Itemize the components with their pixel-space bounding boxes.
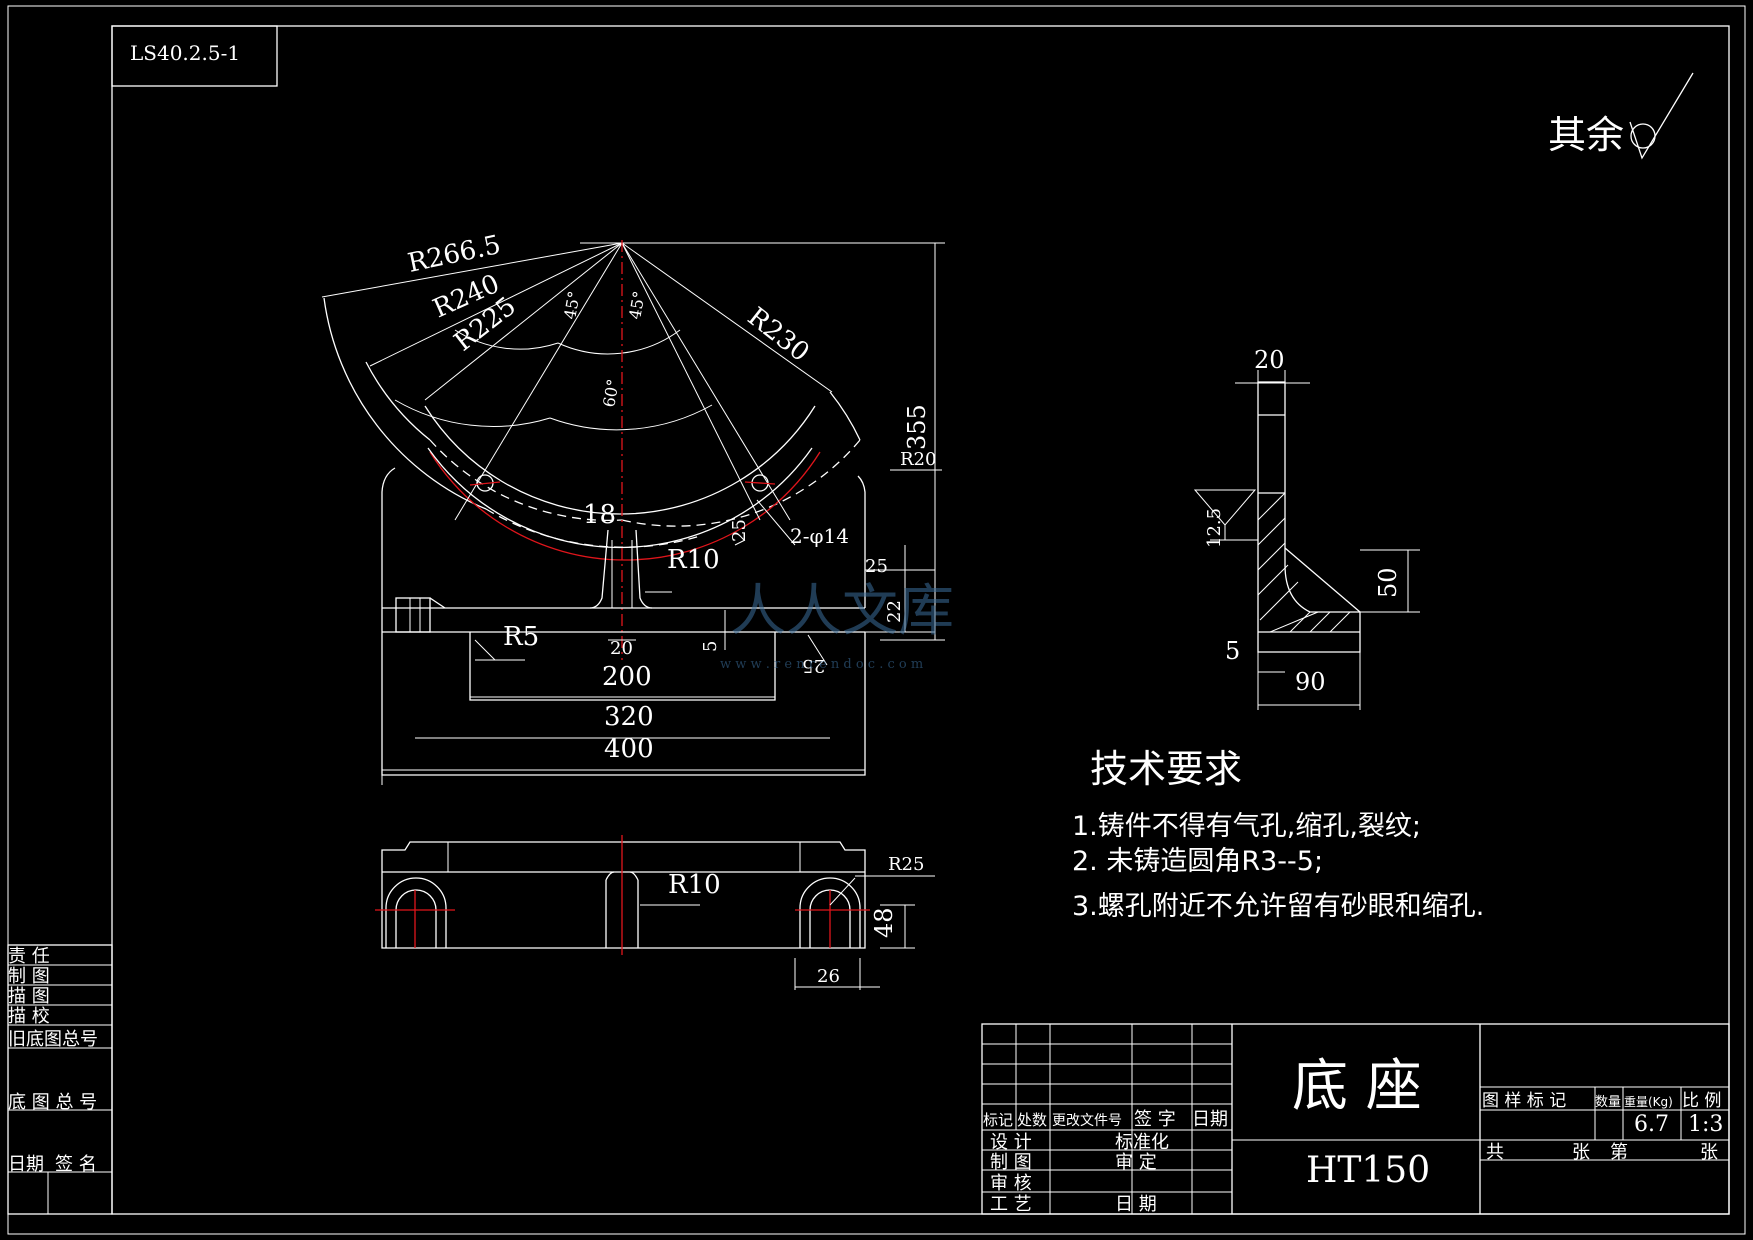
dim-a60: 60° — [599, 377, 623, 408]
role-drawn: 制 图 — [990, 1152, 1032, 1173]
roughness-note: 其余 — [1548, 113, 1624, 157]
top-view — [375, 835, 935, 990]
dim-r25: R25 — [888, 854, 924, 875]
dim-25a: 25 — [729, 519, 750, 542]
roughness-icon — [1629, 72, 1694, 160]
info-pattern-mark: 图 样 标 记 — [1482, 1091, 1566, 1111]
side-dimension-text: 20 12.5 50 5 90 — [1204, 346, 1402, 696]
dim-12-5: 12.5 — [1204, 508, 1225, 548]
dim-20-front: 20 — [610, 638, 633, 659]
sheet-unit-2: 张 — [1700, 1142, 1718, 1163]
strip-drawn: 制 图 — [8, 966, 50, 987]
dim-r20: R20 — [900, 449, 936, 470]
tech-item-2: 2. 未铸造圆角R3--5; — [1072, 846, 1323, 877]
dim-20-side: 20 — [1254, 346, 1285, 374]
inner-border — [111, 25, 1730, 1215]
strip-old-number: 旧底图总号 — [8, 1029, 98, 1050]
dim-26: 26 — [817, 966, 840, 987]
watermark-text: 人人文库 — [730, 579, 954, 644]
tech-requirements: 技术要求 1.铸件不得有气孔,缩孔,裂纹; 2. 未铸造圆角R3--5; 3.螺… — [1072, 747, 1484, 922]
info-quantity: 数量 — [1595, 1095, 1621, 1110]
role-process: 工 艺 — [990, 1194, 1032, 1215]
role-date: 日 期 — [1115, 1194, 1157, 1215]
tech-item-1: 1.铸件不得有气孔,缩孔,裂纹; — [1072, 811, 1421, 842]
material: HT150 — [1306, 1150, 1430, 1191]
strip-responsible: 责 任 — [8, 946, 50, 967]
drawing-code: LS40.2.5-1 — [130, 41, 240, 65]
dim-a45-right: 45° — [625, 289, 649, 320]
outer-border — [7, 5, 1746, 1235]
role-design: 设 计 — [990, 1132, 1032, 1153]
code-box — [111, 25, 278, 87]
dim-48: 48 — [870, 907, 898, 938]
info-scale: 比 例 — [1682, 1091, 1721, 1111]
dim-r10-front: R10 — [667, 545, 720, 575]
rev-col-count: 处数 — [1017, 1111, 1047, 1129]
dim-5-side: 5 — [1225, 637, 1240, 665]
scale-value: 1:3 — [1688, 1112, 1723, 1137]
dim-holes: 2-φ14 — [790, 524, 849, 548]
role-approve: 审 定 — [1115, 1152, 1157, 1173]
role-review: 审 核 — [990, 1173, 1032, 1194]
dim-r10-top: R10 — [668, 870, 721, 900]
left-strip: 责 任 制 图 描 图 描 校 旧底图总号 底 图 总 号 日期 签 名 — [7, 944, 113, 1215]
dim-25c: 25 — [802, 655, 825, 676]
dim-90: 90 — [1295, 668, 1326, 696]
dim-50: 50 — [1374, 567, 1402, 598]
strip-signature: 签 名 — [55, 1154, 97, 1175]
dim-a45-left: 45° — [560, 289, 584, 320]
rev-col-mark: 标记 — [983, 1111, 1013, 1129]
dim-355: 355 — [903, 404, 931, 450]
dim-5-front: 5 — [700, 641, 721, 652]
watermark: 人人文库 w w w . r e n r e n d o c . c o m — [720, 579, 954, 672]
side-section — [1193, 370, 1420, 710]
tech-item-3: 3.螺孔附近不允许留有砂眼和缩孔. — [1072, 891, 1484, 922]
strip-date: 日期 — [8, 1154, 44, 1175]
strip-base-number: 底 图 总 号 — [8, 1092, 97, 1113]
strip-traced: 描 图 — [8, 986, 50, 1007]
front-dimension-lines — [381, 243, 945, 785]
info-weight: 重量(Kg) — [1624, 1095, 1673, 1109]
part-name: 底 座 — [1292, 1054, 1422, 1119]
weight-value: 6.7 — [1634, 1112, 1669, 1137]
dim-18: 18 — [583, 500, 616, 530]
front-dimension-text: R266.5 R240 R225 R230 45° 45° 60° 355 R2… — [405, 230, 936, 764]
strip-trace-check: 描 校 — [8, 1006, 50, 1027]
sheet-number: 第 — [1610, 1142, 1628, 1163]
dim-320: 320 — [604, 702, 654, 732]
dim-200: 200 — [602, 662, 652, 692]
sheet-total: 共 — [1486, 1142, 1504, 1163]
dim-r5: R5 — [503, 622, 539, 652]
rev-col-doc: 更改文件号 — [1052, 1113, 1122, 1129]
dim-r230: R230 — [742, 302, 815, 368]
top-dimension-text: R10 R25 48 26 — [668, 854, 924, 987]
role-standard: 标准化 — [1115, 1132, 1169, 1153]
tech-title: 技术要求 — [1090, 747, 1242, 791]
dim-25b: 25 — [865, 556, 888, 577]
rev-col-sign: 签 字 — [1134, 1109, 1176, 1130]
sheet-unit-1: 张 — [1572, 1142, 1590, 1163]
dim-400: 400 — [604, 734, 654, 764]
title-block: 标记 处数 更改文件号 签 字 日期 设 计 制 图 审 核 工 艺 标准化 审… — [981, 1023, 1730, 1215]
rev-col-date: 日期 — [1192, 1109, 1228, 1130]
watermark-url: w w w . r e n r e n d o c . c o m — [720, 657, 923, 672]
front-view — [321, 240, 945, 776]
dim-22: 22 — [884, 600, 905, 623]
